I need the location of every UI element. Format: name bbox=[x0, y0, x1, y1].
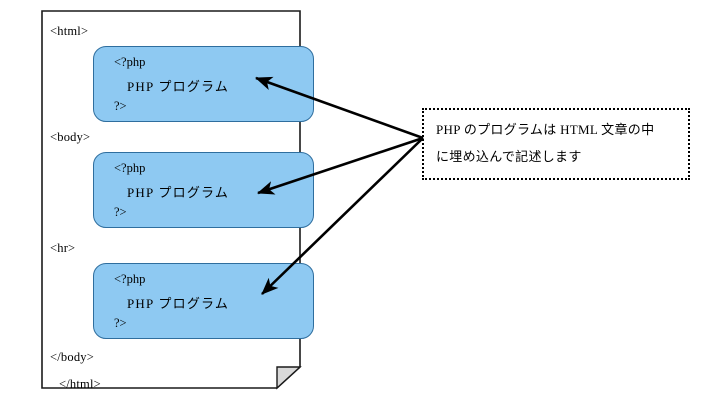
php-program-label-3: PHP プログラム bbox=[127, 296, 230, 311]
php-block-1: <?php PHP プログラム ?> bbox=[93, 46, 314, 122]
annotation-callout: PHP のプログラムは HTML 文章の中 に埋め込んで記述します bbox=[422, 108, 690, 180]
php-block-2: <?php PHP プログラム ?> bbox=[93, 152, 314, 228]
php-open-tag-2: <?php bbox=[114, 161, 146, 175]
annotation-line-2: に埋め込んで記述します bbox=[436, 149, 582, 164]
hr-tag: <hr> bbox=[50, 241, 76, 255]
php-program-label-1: PHP プログラム bbox=[127, 79, 230, 94]
php-close-tag-2: ?> bbox=[114, 205, 127, 219]
page-fold-corner bbox=[276, 366, 302, 390]
php-open-tag-1: <?php bbox=[114, 55, 146, 69]
php-close-tag-3: ?> bbox=[114, 316, 127, 330]
annotation-line-1: PHP のプログラムは HTML 文章の中 bbox=[436, 122, 655, 137]
body-close-tag: </body> bbox=[50, 350, 94, 364]
html-close-tag: </html> bbox=[59, 377, 101, 391]
php-close-tag-1: ?> bbox=[114, 99, 127, 113]
php-open-tag-3: <?php bbox=[114, 272, 146, 286]
php-block-3: <?php PHP プログラム ?> bbox=[93, 263, 314, 339]
body-open-tag: <body> bbox=[50, 130, 91, 144]
html-document-sheet: <html> <body> <hr> </body> </html> <?php… bbox=[41, 10, 314, 391]
php-program-label-2: PHP プログラム bbox=[127, 185, 230, 200]
html-open-tag: <html> bbox=[50, 24, 89, 38]
